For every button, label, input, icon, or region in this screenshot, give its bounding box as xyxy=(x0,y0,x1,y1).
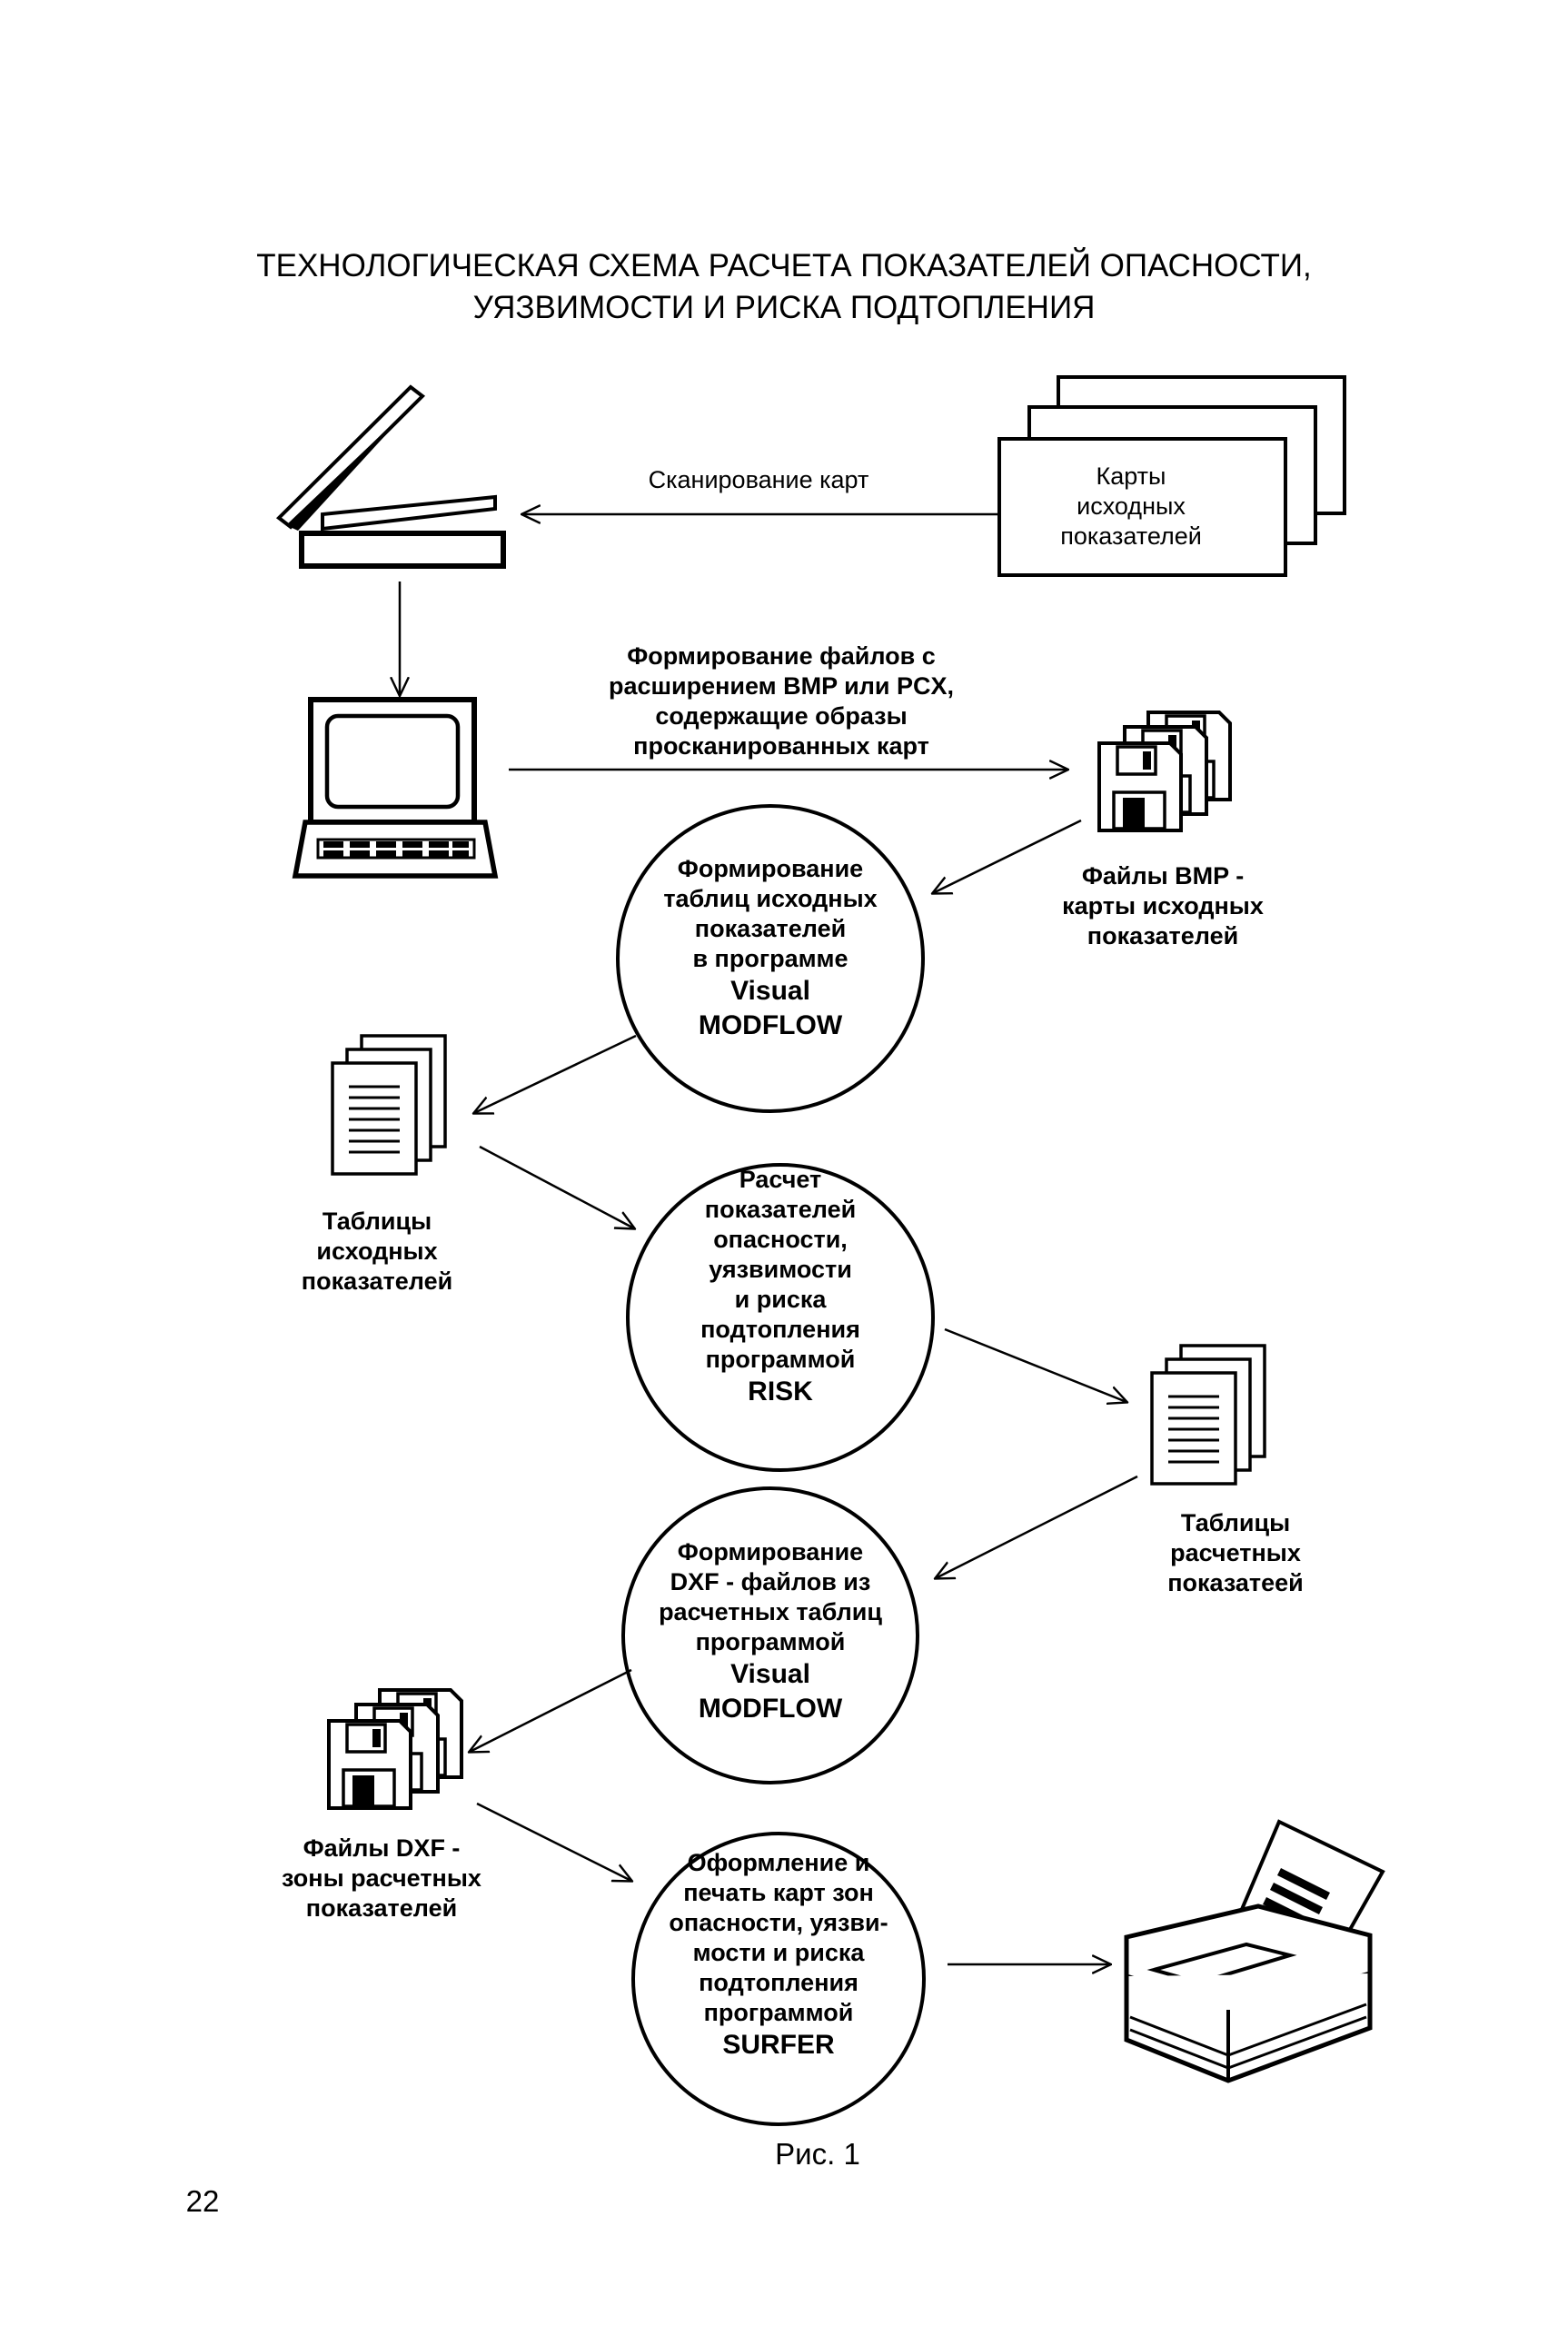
calc-tables-label: Таблицы расчетных показатеей xyxy=(1126,1508,1345,1598)
bmp-files-line3: показателей xyxy=(1087,922,1239,949)
scan-arrow-label: Сканирование карт xyxy=(581,465,936,495)
title-line2: УЯЗВИМОСТИ И РИСКА ПОДТОПЛЕНИЯ xyxy=(472,290,1096,325)
circle3-prog1: Visual xyxy=(730,1659,810,1689)
title-line1: ТЕХНОЛОГИЧЕСКАЯ СХЕМА РАСЧЕТА ПОКАЗАТЕЛЕ… xyxy=(256,248,1312,283)
maps-box-label: Карты исходных показателей xyxy=(1022,462,1240,552)
circle1-text: Формирование таблиц исходных показателей… xyxy=(634,854,907,1043)
circle4-line3: опасности, уязви- xyxy=(669,1909,888,1936)
bmp-files-line2: карты исходных xyxy=(1062,892,1264,919)
circle1-line1: Формирование xyxy=(677,855,864,882)
circle1-prog1: Visual xyxy=(730,976,810,1006)
circle2-line6: подтопления xyxy=(700,1316,860,1343)
circle2-line3: опасности, xyxy=(713,1226,848,1253)
maps-box-line3: показателей xyxy=(1060,522,1202,550)
files-arrow-line1: Формирование файлов с xyxy=(627,642,936,670)
arrow-dxf-to-circle4 xyxy=(476,1802,631,1881)
arrow-circle1-to-tables xyxy=(474,1034,637,1113)
input-tables-label: Таблицы исходных показателей xyxy=(263,1207,491,1297)
arrow-tables-to-circle2 xyxy=(479,1145,634,1228)
arrow-circle2-to-calc-tables xyxy=(944,1327,1126,1402)
circle2-line7: программой xyxy=(705,1346,856,1373)
arrow-circle3-to-dxf xyxy=(470,1668,632,1752)
dxf-files-line2: зоны расчетных xyxy=(282,1864,481,1892)
maps-box-line2: исходных xyxy=(1077,492,1186,520)
maps-box-line1: Карты xyxy=(1096,462,1166,490)
circle3-prog2: MODFLOW xyxy=(698,1694,843,1724)
printer-icon xyxy=(1124,1819,1385,2083)
input-tables-line1: Таблицы xyxy=(322,1208,432,1235)
page-number: 22 xyxy=(185,2184,220,2218)
calc-tables-line3: показатеей xyxy=(1167,1569,1304,1596)
circle1-prog2: MODFLOW xyxy=(698,1010,843,1040)
circle3-line2: DXF - файлов из xyxy=(670,1568,871,1595)
circle4-prog: SURFER xyxy=(722,2030,835,2060)
circle3-line4: программой xyxy=(695,1628,846,1655)
circle1-line2: таблиц исходных xyxy=(663,885,878,912)
circle3-line1: Формирование xyxy=(677,1538,864,1566)
circle2-line1: Расчет xyxy=(739,1166,822,1193)
dxf-floppy-icon xyxy=(327,1688,463,1810)
input-tables-doc-icon xyxy=(331,1034,447,1176)
circle-risk xyxy=(626,1163,935,1472)
figure-caption: Рис. 1 xyxy=(775,2137,860,2171)
dxf-files-label: Файлы DXF - зоны расчетных показателей xyxy=(245,1834,518,1923)
maps-stack-icon xyxy=(997,375,1346,577)
arrow-bmp-to-circle1 xyxy=(933,819,1082,893)
circle-visual-modflow-tables xyxy=(616,804,925,1113)
bmp-files-line1: Файлы BMP - xyxy=(1081,862,1245,890)
files-arrow-line4: просканированных карт xyxy=(633,732,929,760)
scan-arrow-text: Сканирование карт xyxy=(648,466,869,493)
circle4-line6: программой xyxy=(703,1999,854,2026)
calc-tables-line2: расчетных xyxy=(1170,1539,1301,1566)
calc-tables-doc-icon xyxy=(1150,1344,1266,1486)
circle4-line4: мости и риска xyxy=(692,1939,865,1966)
circle4-line1: Оформление и xyxy=(687,1849,870,1876)
circle1-line3: показателей xyxy=(694,915,847,942)
arrow-calc-tables-to-circle3 xyxy=(936,1475,1138,1578)
calc-tables-line1: Таблицы xyxy=(1180,1509,1291,1536)
dxf-files-line3: показателей xyxy=(305,1894,458,1922)
circle4-text: Оформление и печать карт зон опасности, … xyxy=(642,1848,915,2063)
circle2-line4: уязвимости xyxy=(709,1256,852,1283)
files-arrow-line2: расширением BMP или PCX, xyxy=(608,672,955,700)
files-arrow-line3: содержащие образы xyxy=(655,702,908,730)
diagram-title: ТЕХНОЛОГИЧЕСКАЯ СХЕМА РАСЧЕТА ПОКАЗАТЕЛЕ… xyxy=(0,245,1568,329)
circle4-line2: печать карт зон xyxy=(683,1879,874,1906)
circle2-line5: и риска xyxy=(734,1286,827,1313)
circle2-line2: показателей xyxy=(704,1196,857,1223)
dxf-files-line1: Файлы DXF - xyxy=(303,1834,461,1862)
circle3-line3: расчетных таблиц xyxy=(659,1598,882,1625)
circle4-line5: подтопления xyxy=(699,1969,858,1996)
input-tables-line3: показателей xyxy=(301,1267,453,1295)
circle-visual-modflow-dxf xyxy=(621,1486,919,1784)
bmp-floppy-icon xyxy=(1097,711,1232,832)
computer-icon xyxy=(292,697,499,879)
scanner-icon xyxy=(275,384,506,569)
circle-surfer xyxy=(631,1832,926,2126)
circle3-text: Формирование DXF - файлов из расчетных т… xyxy=(625,1537,916,1726)
input-tables-line2: исходных xyxy=(316,1238,438,1265)
circle2-text: Расчет показателей опасности, уязвимости… xyxy=(653,1165,908,1409)
bmp-files-label: Файлы BMP - карты исходных показателей xyxy=(1036,861,1290,951)
files-arrow-label: Формирование файлов с расширением BMP ил… xyxy=(545,641,1017,761)
circle2-prog: RISK xyxy=(748,1377,813,1407)
circle1-line4: в программе xyxy=(692,945,849,972)
